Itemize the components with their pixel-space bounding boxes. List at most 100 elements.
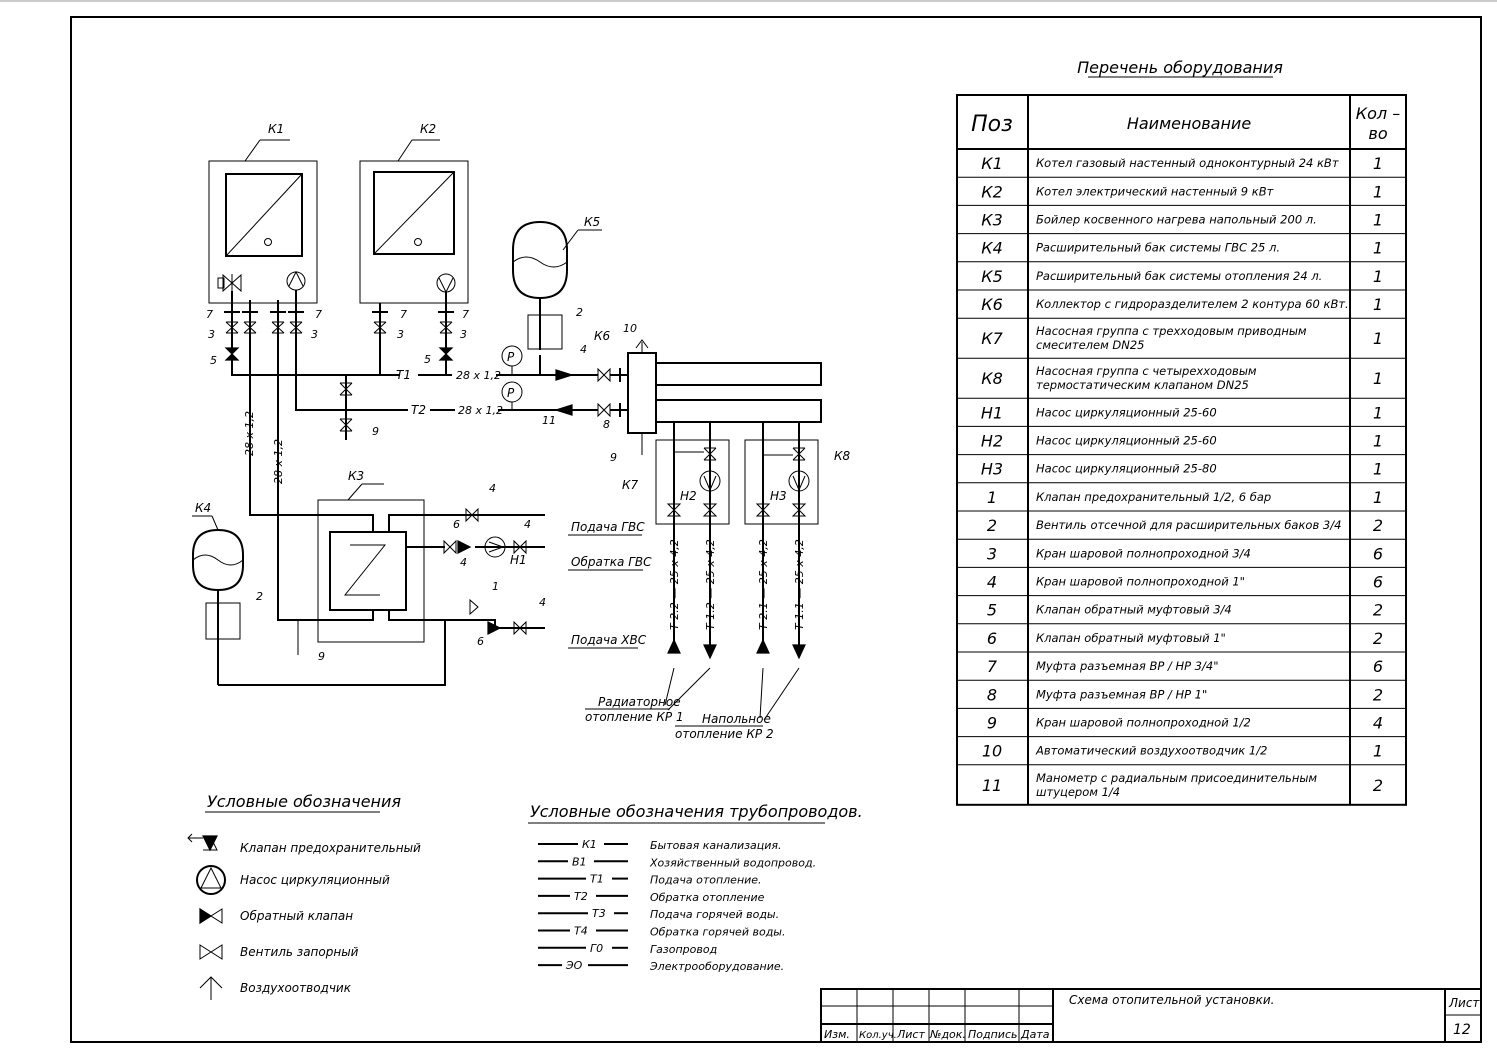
stamp-col-5: Подпись [968, 1028, 1017, 1041]
table-cell-name: Насос циркуляционный 25-60 [1036, 405, 1217, 419]
header-qty: Кол – [1356, 104, 1400, 123]
label-t2: Т2 [411, 403, 426, 417]
floor-label-1: Напольное [702, 712, 771, 726]
table-cell-qty: 1 [1373, 295, 1383, 314]
pipe-legend-label: Хозяйственный водопровод. [649, 856, 816, 869]
table-cell-qty: 1 [1373, 154, 1383, 173]
table-cell-qty: 1 [1373, 742, 1383, 761]
table-cell-qty: 1 [1373, 432, 1383, 451]
radiator-label-2: отопление КР 1 [585, 710, 684, 724]
legend-label-4: Вентиль запорный [240, 945, 359, 959]
table-cell-pos: К1 [981, 154, 1003, 173]
table-cell-name: Вентиль отсечной для расширительных бако… [1036, 518, 1341, 532]
pipe-code: ЭО [565, 959, 583, 972]
marker-6a: 6 [453, 518, 460, 531]
table-cell-pos: 8 [987, 685, 997, 704]
pipe-legend-label: Электрооборудование. [649, 960, 784, 973]
table-cell-name: Клапан обратный муфтовый 3/4 [1036, 603, 1232, 617]
table-cell-pos: 5 [987, 601, 997, 620]
boiler-k1: К1 [208, 122, 318, 304]
shutoff-valve-icon [199, 944, 223, 960]
table-cell-name: Насосная группа с трехходовым приводным [1036, 324, 1307, 338]
table-cell-qty: 4 [1373, 714, 1383, 733]
pipe-code: К1 [582, 838, 597, 851]
table-cell-name: Котел газовый настенный одноконтурный 24… [1036, 156, 1339, 170]
table-cell-name: Клапан обратный муфтовый 1" [1036, 631, 1226, 645]
legend-title: Условные обозначения [207, 792, 401, 811]
marker-10: 10 [623, 322, 637, 335]
table-cell-name: Расширительный бак системы ГВС 25 л. [1036, 241, 1280, 255]
table-cell-name: Насосная группа с четырехходовым [1036, 364, 1257, 378]
marker-4a: 4 [580, 343, 587, 356]
pipe-code: В1 [572, 855, 587, 868]
pipe-size-vert-2: 28 х 1,2 [272, 439, 285, 484]
heater-k3: К3 [317, 469, 545, 643]
marker-3b: 3 [311, 328, 318, 341]
gauge-1: P [507, 350, 515, 364]
table-cell-qty: 1 [1373, 460, 1383, 479]
table-cell-name: Автоматический воздухоотводчик 1/2 [1035, 744, 1267, 758]
pipe-legend-label: Подача горячей воды. [650, 908, 779, 921]
air-vent-icon [199, 976, 223, 1000]
table-cell-name: термостатическим клапаном DN25 [1036, 378, 1249, 392]
symbol-legend: Условные обозначения Клапан предохраните… [187, 792, 421, 1000]
table-cell-pos: Н1 [981, 403, 1003, 422]
circulation-pump-icon [196, 865, 226, 895]
label-n2: Н2 [680, 489, 697, 503]
pump-group-k8: Н3 К8 [744, 422, 851, 645]
table-cell-name: Кран шаровой полнопроходной 1/2 [1036, 716, 1251, 730]
label-k3: К3 [348, 469, 364, 483]
marker-5a: 5 [210, 354, 217, 367]
sheet-title: Схема отопительной установки. [1069, 993, 1274, 1007]
legend-label-5: Воздухоотводчик [240, 981, 352, 995]
table-cell-name: Насос циркуляционный 25-80 [1036, 462, 1217, 476]
label-k8: К8 [834, 449, 851, 463]
table-frame [956, 94, 1407, 806]
table-cell-qty: 1 [1373, 182, 1383, 201]
marker-9a: 9 [372, 425, 379, 438]
marker-11: 11 [542, 414, 556, 427]
pipe-size-t1: 28 х 1,2 [456, 369, 501, 382]
title-block: Изм. Кол.уч. Лист №док. Подпись Дата Схе… [820, 988, 1482, 1043]
circuit-t21: Т 2.1 — 25 х 4,2 [757, 539, 770, 630]
table-cell-name: смесителем DN25 [1036, 338, 1145, 352]
table-cell-qty: 2 [1373, 516, 1383, 535]
pipe-legend-label: Газопровод [650, 943, 717, 956]
stamp-col-1: Изм. [824, 1028, 850, 1041]
legend-label-3: Обратный клапан [240, 909, 353, 923]
label-n3: Н3 [770, 489, 787, 503]
table-cell-pos: 11 [982, 776, 1002, 795]
table-cell-pos: 3 [987, 544, 997, 563]
table-cell-qty: 1 [1373, 369, 1383, 388]
pipe-legend-label: Обратка отопление [650, 891, 765, 904]
pipe-legend-label: Обратка горячей воды. [650, 926, 785, 939]
table-cell-name: Коллектор с гидроразделителем 2 контура … [1036, 297, 1349, 311]
table-cell-pos: К6 [981, 295, 1003, 314]
marker-7d: 7 [462, 308, 469, 321]
marker-7a: 7 [206, 308, 213, 321]
boiler-k2: К2 [359, 122, 469, 304]
pipe-size-t2: 28 х 1,2 [458, 404, 503, 417]
table-cell-pos: 1 [987, 488, 997, 507]
label-k7: К7 [622, 478, 639, 492]
table-cell-qty: 1 [1373, 488, 1383, 507]
table-cell-qty: 1 [1373, 239, 1383, 258]
table-cell-qty: 6 [1373, 657, 1383, 676]
pipe-legend-title: Условные обозначения трубопроводов. [530, 802, 863, 821]
sheet-number: 12 [1453, 1022, 1471, 1038]
table-cell-name: Бойлер косвенного нагрева напольный 200 … [1036, 213, 1317, 227]
table-cell-pos: К3 [981, 211, 1003, 230]
label-k4: К4 [195, 501, 211, 515]
table-cell-pos: 2 [987, 516, 997, 535]
legend-label-2: Насос циркуляционный [240, 873, 390, 887]
table-cell-name: штуцером 1/4 [1036, 785, 1120, 799]
table-cell-name: Клапан предохранительный 1/2, 6 бар [1036, 490, 1271, 504]
table-cell-name: Кран шаровой полнопроходной 3/4 [1036, 546, 1251, 560]
marker-3d: 3 [460, 328, 467, 341]
heating-scheme: К1 К2 [192, 122, 851, 741]
marker-4b: 4 [489, 482, 496, 495]
table-cell-qty: 6 [1373, 544, 1383, 563]
radiator-label-1: Радиаторное [598, 695, 681, 709]
label-k5: К5 [584, 215, 600, 229]
header-pos: Поз [971, 112, 1013, 137]
